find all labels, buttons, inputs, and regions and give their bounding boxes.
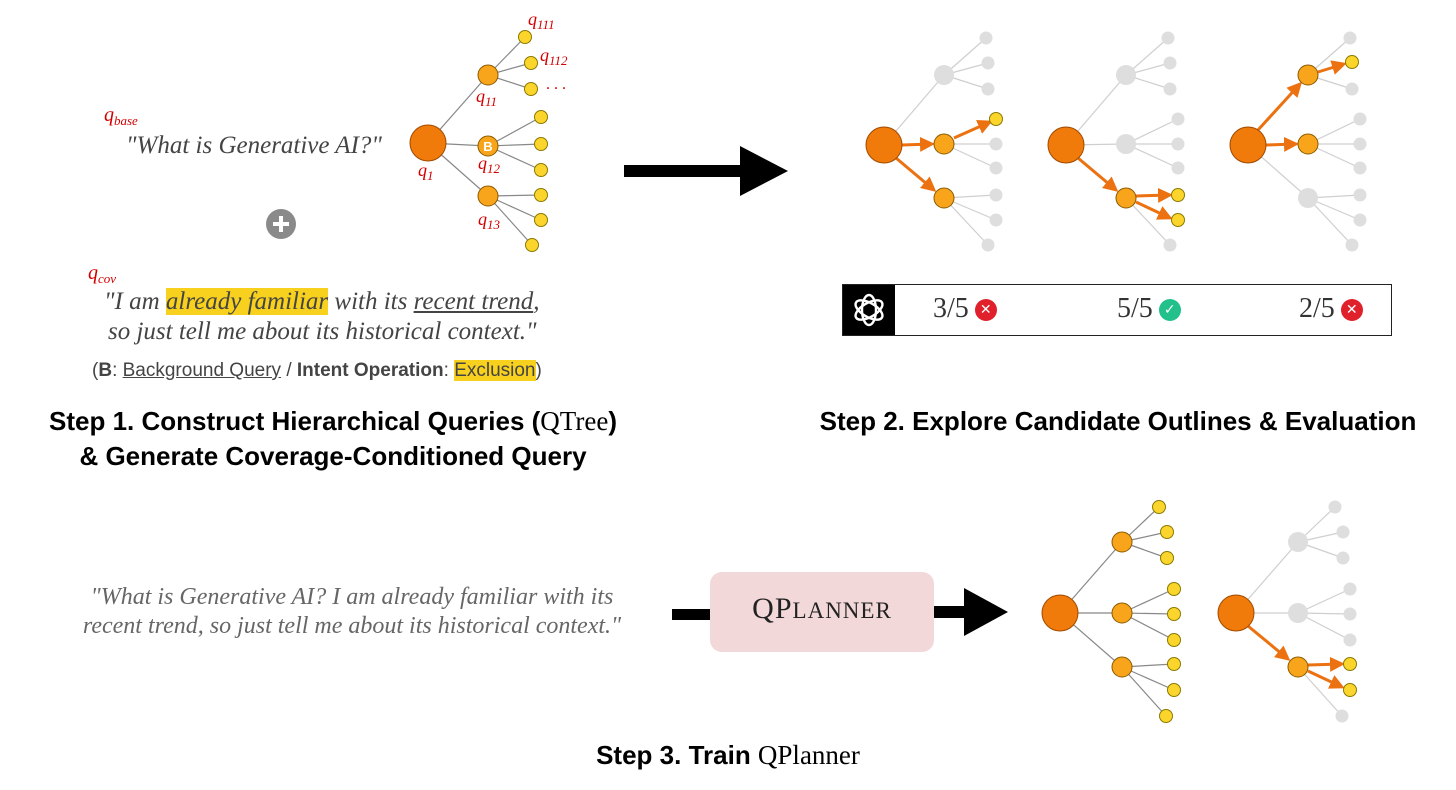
- x-icon: ✕: [974, 299, 997, 321]
- root-node-q1: [409, 124, 447, 162]
- highlight-already-familiar: already familiar: [165, 288, 329, 315]
- leaf-node: [525, 238, 539, 252]
- openai-logo-icon: [843, 285, 895, 335]
- coverage-query-line1: "I am already familiar with its recent t…: [104, 288, 540, 315]
- label-q111: q111: [528, 9, 555, 32]
- score-1: 3/5✕: [933, 293, 997, 325]
- q-cov-label: qcov: [88, 262, 117, 286]
- node-q13: [477, 185, 499, 207]
- label-q1: q1: [418, 160, 434, 183]
- base-query: "What is Generative AI?": [126, 132, 382, 159]
- score-3: 2/5✕: [1299, 293, 1363, 325]
- candidate-tree-1: [865, 31, 1003, 252]
- evaluation-bar: 3/5✕ 5/5✓ 2/5✕: [842, 284, 1392, 336]
- x-icon: ✕: [1340, 299, 1363, 321]
- step2-title: Step 2. Explore Candidate Outlines & Eva…: [819, 406, 1417, 436]
- label-q13: q13: [478, 209, 500, 232]
- label-q11: q11: [476, 86, 498, 109]
- selected-outline-tree: [1217, 500, 1357, 723]
- check-icon: ✓: [1158, 299, 1181, 321]
- qplanner-output-trees: [1041, 500, 1357, 723]
- node-q11: [477, 64, 499, 86]
- leaf-node: [534, 163, 548, 177]
- arrow-line: [672, 609, 710, 620]
- leaf-node: [524, 82, 538, 96]
- candidate-tree-2: [1047, 31, 1185, 252]
- q-base-label: qbase: [104, 104, 138, 128]
- full-outline-tree: [1041, 500, 1181, 723]
- arrow-right-icon: [934, 588, 1008, 636]
- leaf-node: [534, 110, 548, 124]
- plus-icon: [265, 208, 297, 240]
- leaf-node: [518, 30, 532, 44]
- legend-note: (B: Background Query / Intent Operation:…: [92, 360, 542, 381]
- arrow-right-icon: [624, 146, 788, 196]
- step3-title: Step 3. Train QPlanner: [596, 740, 860, 770]
- leaf-node: [534, 137, 548, 151]
- candidate-outlines: [865, 31, 1367, 252]
- score-2: 5/5✓: [1117, 293, 1181, 325]
- leaf-node: [534, 213, 548, 227]
- leaf-node: [524, 56, 538, 70]
- b-marker: B: [483, 139, 492, 154]
- training-input-query: "What is Generative AI? I am already fam…: [82, 584, 622, 639]
- label-q112: q112: [540, 45, 568, 68]
- underline-recent-trend: recent trend: [413, 288, 534, 315]
- qtree-diagram: B: [409, 30, 548, 252]
- node-q12: [477, 135, 499, 157]
- step1-title: Step 1. Construct Hierarchical Queries (…: [49, 406, 617, 471]
- label-q12: q12: [478, 153, 500, 176]
- leaf-node: [534, 188, 548, 202]
- candidate-tree-3: [1229, 31, 1367, 252]
- coverage-query-line2: so just tell me about its historical con…: [108, 318, 537, 345]
- ellipsis: . . .: [546, 76, 566, 93]
- qplanner-model-box: QPLANNER: [710, 572, 934, 652]
